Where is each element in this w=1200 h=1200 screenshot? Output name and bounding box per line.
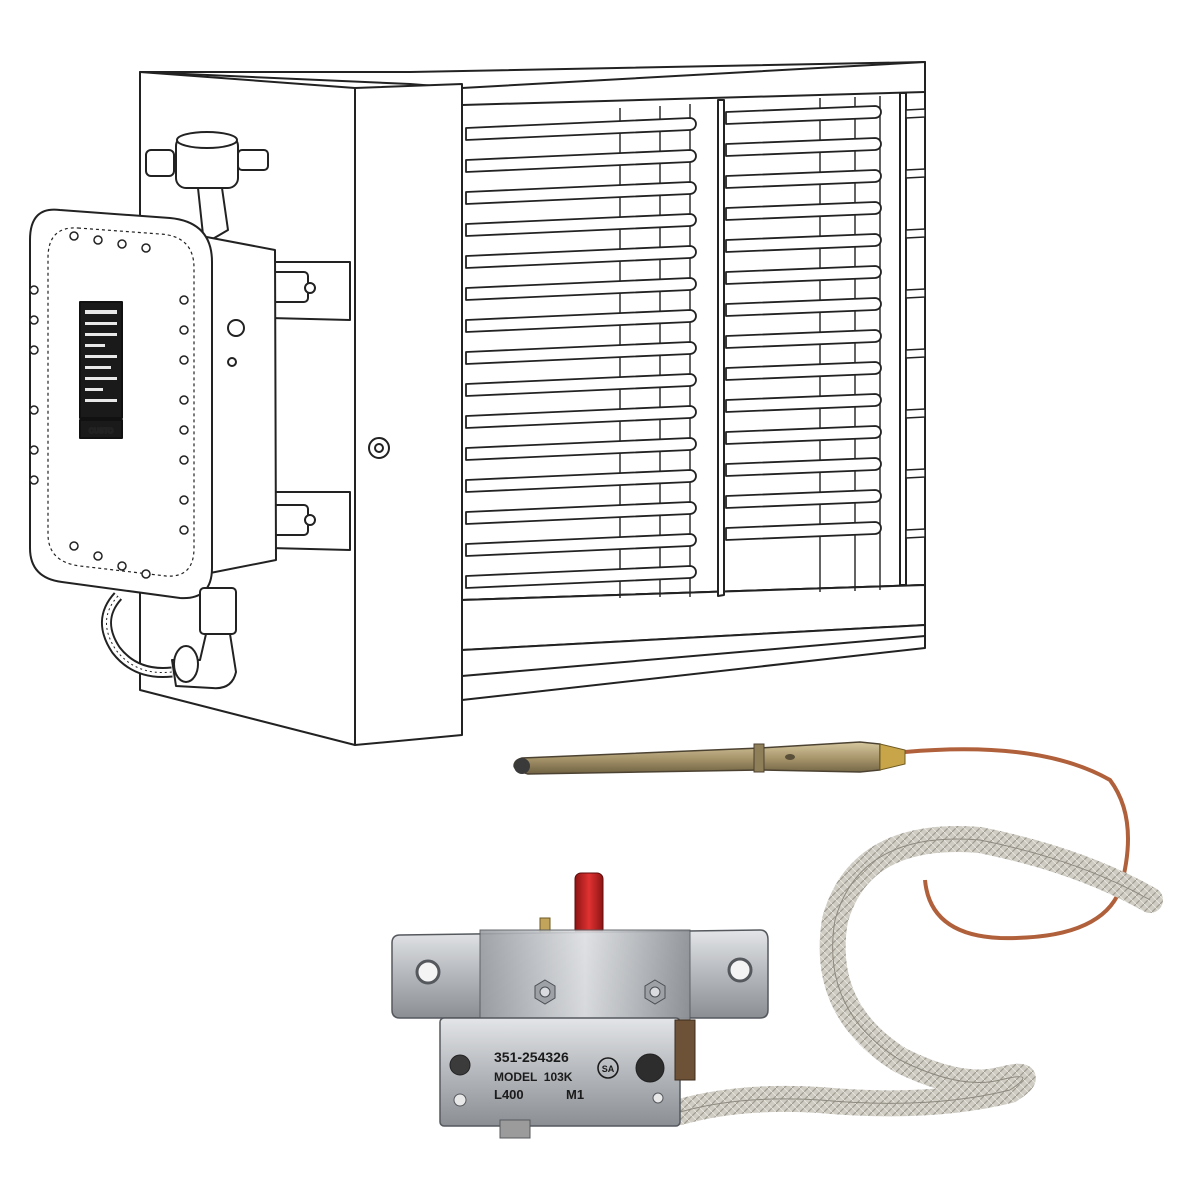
top-conduit-fitting bbox=[145, 131, 269, 245]
reset-button bbox=[574, 872, 604, 936]
code-left: L400 bbox=[494, 1087, 524, 1102]
duct-heater-illustration: CUSTO bbox=[29, 61, 926, 746]
cover-bolts bbox=[29, 231, 189, 579]
heating-elements-left-bank bbox=[465, 117, 697, 589]
nameplate: CUSTO bbox=[79, 301, 123, 439]
heating-elements-far-bank bbox=[905, 108, 926, 539]
thermostat-body: 351-254326 MODEL 103K L400 M1 SA bbox=[391, 872, 769, 1139]
nameplate-logo: CUSTO bbox=[89, 428, 114, 435]
sensing-bulb bbox=[513, 741, 906, 775]
part-number: 351-254326 bbox=[494, 1049, 569, 1065]
model-number: MODEL 103K bbox=[494, 1070, 573, 1084]
braided-sleeve-edge bbox=[679, 838, 1151, 1113]
certification-mark: SA bbox=[602, 1064, 615, 1074]
code-right: M1 bbox=[566, 1087, 584, 1102]
certification-mark-ring bbox=[597, 1057, 619, 1079]
mounting-brackets bbox=[267, 261, 351, 551]
flexible-conduit bbox=[101, 587, 237, 690]
capillary-thermostat-photo: 351-254326 MODEL 103K L400 M1 SA bbox=[391, 741, 1163, 1139]
heating-elements-right-bank bbox=[725, 105, 882, 541]
